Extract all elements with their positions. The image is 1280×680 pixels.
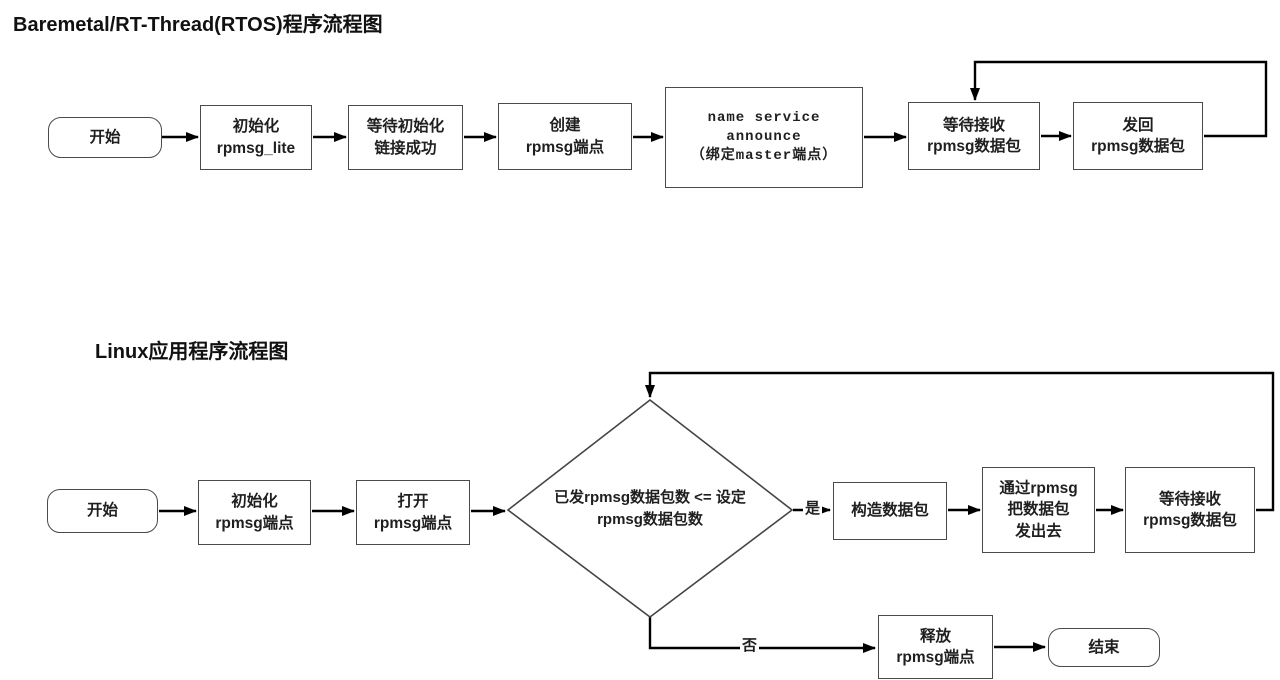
f1-send-back-node: 发回 rpmsg数据包	[1073, 102, 1203, 170]
f2-end-node: 结束	[1048, 628, 1160, 667]
f2-init-endpoint-node: 初始化 rpmsg端点	[198, 480, 311, 545]
f2-loopback-arrow	[645, 371, 1275, 512]
f2-build-packet-node: 构造数据包	[833, 482, 947, 540]
f1-wait-link-node: 等待初始化 链接成功	[348, 105, 463, 170]
f2-decision-node: 已发rpmsg数据包数 <= 设定 rpmsg数据包数	[554, 489, 746, 528]
f2-wait-receive-node: 等待接收 rpmsg数据包	[1125, 467, 1255, 553]
f2-start-node: 开始	[47, 489, 158, 533]
f1-name-service-node: name service announce （绑定master端点）	[665, 87, 863, 188]
f2-yes-branch-label: 是	[803, 500, 823, 518]
f2-send-packet-node: 通过rpmsg 把数据包 发出去	[982, 467, 1095, 553]
flow1-title: Baremetal/RT-Thread(RTOS)程序流程图	[13, 14, 383, 36]
f2-release-endpoint-node: 释放 rpmsg端点	[878, 615, 993, 679]
f2-no-branch-label: 否	[740, 637, 760, 655]
f2-open-endpoint-node: 打开 rpmsg端点	[356, 480, 470, 545]
f1-create-endpoint-node: 创建 rpmsg端点	[498, 103, 632, 170]
decision-diamond-shape	[506, 398, 794, 619]
f1-start-node: 开始	[48, 117, 162, 158]
f1-init-rpmsg-lite-node: 初始化 rpmsg_lite	[200, 105, 312, 170]
f1-loopback-arrow	[970, 60, 1268, 138]
f2-no-arrow-decision-to-release	[648, 616, 876, 653]
flow2-title: Linux应用程序流程图	[95, 341, 289, 363]
f1-wait-receive-node: 等待接收 rpmsg数据包	[908, 102, 1040, 170]
